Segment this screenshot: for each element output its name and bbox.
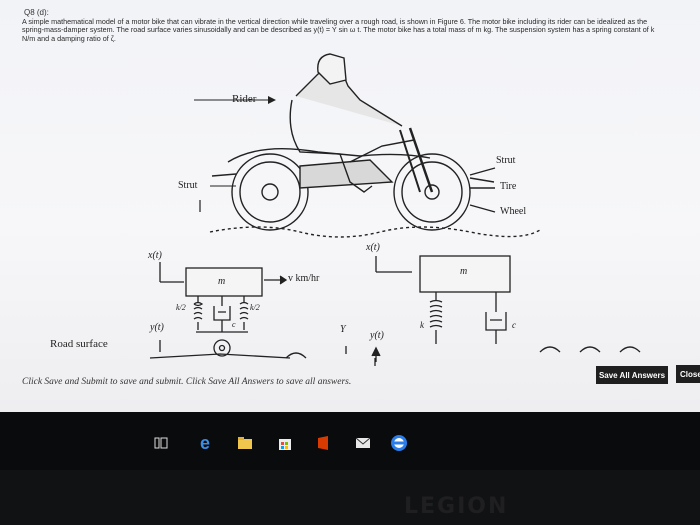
label-k-half-left: k/2 — [176, 303, 186, 312]
label-k-half-right: k/2 — [250, 303, 260, 312]
laptop-bezel: LEGION — [0, 470, 700, 525]
figure-6-diagram — [149, 53, 641, 366]
store-icon[interactable] — [276, 434, 294, 452]
label-speed: v km/hr — [288, 273, 320, 284]
laptop-brand-logo: LEGION — [404, 494, 509, 519]
office-app-icon[interactable] — [314, 434, 332, 452]
save-all-answers-button[interactable]: Save All Answers — [596, 366, 668, 384]
edge-browser-icon[interactable]: e — [199, 432, 210, 453]
label-mass-right: m — [460, 266, 468, 277]
close-button[interactable]: Close — [676, 365, 700, 383]
label-amplitude: Y — [340, 324, 346, 335]
label-k-right: k — [420, 320, 424, 330]
label-wheel: Wheel — [500, 206, 527, 217]
label-c-right: c — [512, 320, 516, 330]
label-rider: Rider — [232, 93, 257, 105]
label-mass-left: m — [218, 276, 226, 287]
chrome-browser-icon[interactable] — [390, 434, 408, 452]
submit-instruction: Click Save and Submit to save and submit… — [22, 377, 352, 387]
browser-content: Q8 (d): A simple mathematical model of a… — [0, 0, 700, 412]
left-spring-damper-model — [149, 262, 291, 359]
label-y-left: y(t) — [150, 322, 164, 333]
label-road-surface: Road surface — [50, 338, 108, 350]
label-x-right: x(t) — [366, 242, 380, 253]
label-y-right: y(t) — [370, 330, 384, 341]
label-c-left: c — [232, 320, 236, 329]
question-number: Q8 (d): — [24, 8, 49, 17]
label-tire: Tire — [500, 181, 517, 192]
right-spring-damper-model — [285, 255, 641, 366]
task-view-icon[interactable] — [152, 434, 170, 452]
label-strut-left: Strut — [178, 180, 198, 191]
label-strut-right: Strut — [496, 155, 516, 166]
mail-icon[interactable] — [354, 434, 372, 452]
file-explorer-icon[interactable] — [236, 434, 254, 452]
label-x-left: x(t) — [148, 250, 162, 261]
motorbike-illustration — [209, 53, 541, 238]
windows-taskbar: e — [0, 412, 700, 470]
question-text: A simple mathematical model of a motor b… — [22, 17, 655, 43]
